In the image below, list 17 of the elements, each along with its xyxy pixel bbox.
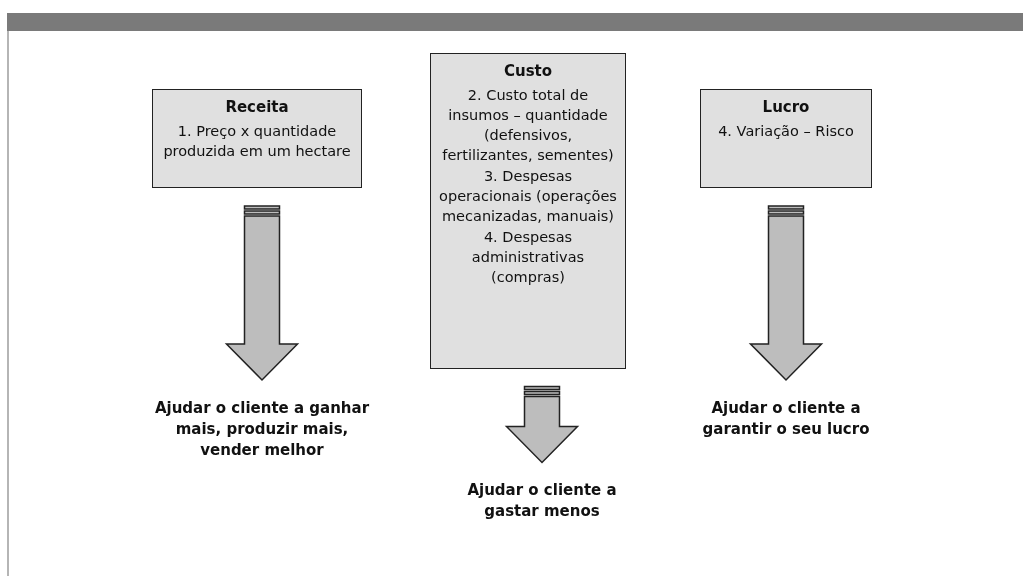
outcome-text: Ajudar o cliente a gastar menos bbox=[442, 480, 642, 522]
box-text: 4. Despesas administrativas (compras) bbox=[470, 228, 586, 287]
block-arrow bbox=[224, 205, 300, 382]
outcome-text: Ajudar o cliente a garantir o seu lucro bbox=[700, 398, 872, 440]
box-text: 2. Custo total de insumos – quantidade (defensivos, fertilizantes, sementes) bbox=[441, 86, 615, 165]
box-heading: Receita bbox=[225, 98, 289, 116]
box-heading: Custo bbox=[503, 62, 553, 80]
block-arrow bbox=[504, 385, 580, 464]
box-text: 1. Preço x quantidade produzida em um hectare bbox=[162, 122, 352, 161]
block-arrow bbox=[748, 205, 824, 382]
outcome-text: Ajudar o cliente a ganhar mais, produzir mais, vender melhor bbox=[152, 398, 372, 461]
category-box bbox=[152, 89, 362, 188]
category-box bbox=[700, 89, 872, 188]
box-text: 4. Variação – Risco bbox=[718, 122, 854, 141]
category-box bbox=[430, 53, 626, 369]
box-heading: Lucro bbox=[762, 98, 810, 116]
box-text: 3. Despesas operacionais (operações mecanizadas, manuais) bbox=[438, 167, 618, 226]
